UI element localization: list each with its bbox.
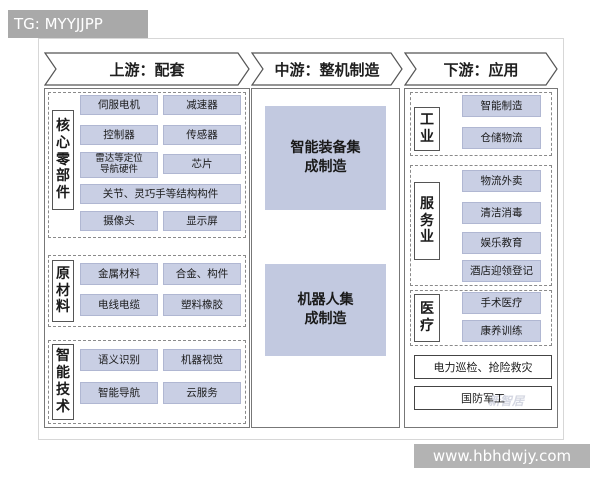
faint-logo: 新智居 bbox=[488, 394, 525, 408]
group-label: 工业 bbox=[414, 107, 440, 151]
application-box-plain: 电力巡检、抢险救灾 bbox=[414, 355, 552, 379]
group-label: 原材料 bbox=[52, 260, 74, 322]
application-box: 物流外卖 bbox=[462, 170, 541, 192]
component-box: 雷达等定位导航硬件 bbox=[80, 152, 158, 178]
upstream-header: 上游：配套 bbox=[44, 52, 250, 86]
application-box-plain: 国防军工 bbox=[414, 386, 552, 410]
application-box: 康养训练 bbox=[462, 320, 541, 342]
watermark-url: www.hbhdwjy.com bbox=[414, 444, 590, 468]
application-box: 仓储物流 bbox=[462, 127, 541, 149]
component-box: 显示屏 bbox=[163, 211, 241, 231]
midstream-header-label: 中游：整机制造 bbox=[274, 60, 380, 79]
group-label: 智能技术 bbox=[52, 344, 74, 420]
group-label: 医疗 bbox=[414, 294, 440, 342]
tech-box: 机器视觉 bbox=[163, 349, 241, 371]
component-box: 传感器 bbox=[163, 125, 241, 145]
chevron-shape bbox=[44, 52, 250, 86]
component-box: 控制器 bbox=[80, 125, 158, 145]
component-box: 减速器 bbox=[163, 95, 241, 115]
manufacturing-box: 智能装备集成制造 bbox=[265, 106, 386, 210]
component-box: 芯片 bbox=[163, 154, 241, 174]
tech-box: 语义识别 bbox=[80, 349, 158, 371]
tech-box: 智能导航 bbox=[80, 382, 158, 404]
application-box: 智能制造 bbox=[462, 95, 541, 117]
upstream-header-label: 上游：配套 bbox=[109, 60, 185, 79]
group-label: 服务业 bbox=[414, 182, 440, 260]
application-box: 清洁消毒 bbox=[462, 202, 541, 224]
material-box: 合金、构件 bbox=[163, 263, 241, 285]
component-box: 关节、灵巧手等结构构件 bbox=[80, 184, 241, 204]
downstream-header: 下游：应用 bbox=[404, 52, 558, 86]
manufacturing-box: 机器人集成制造 bbox=[265, 264, 386, 356]
chevron-shape bbox=[404, 52, 558, 86]
downstream-header-label: 下游：应用 bbox=[443, 60, 519, 79]
midstream-header: 中游：整机制造 bbox=[251, 52, 403, 86]
chevron-shape bbox=[251, 52, 403, 86]
application-box: 酒店迎领登记 bbox=[462, 260, 541, 282]
material-box: 塑料橡胶 bbox=[163, 294, 241, 316]
group-label: 核心零部件 bbox=[52, 110, 74, 210]
tech-box: 云服务 bbox=[163, 382, 241, 404]
material-box: 电线电缆 bbox=[80, 294, 158, 316]
material-box: 金属材料 bbox=[80, 263, 158, 285]
watermark-tag: TG: MYYJJPP bbox=[8, 10, 148, 38]
application-box: 娱乐教育 bbox=[462, 232, 541, 254]
component-box: 伺服电机 bbox=[80, 95, 158, 115]
application-box: 手术医疗 bbox=[462, 292, 541, 314]
component-box: 摄像头 bbox=[80, 211, 158, 231]
